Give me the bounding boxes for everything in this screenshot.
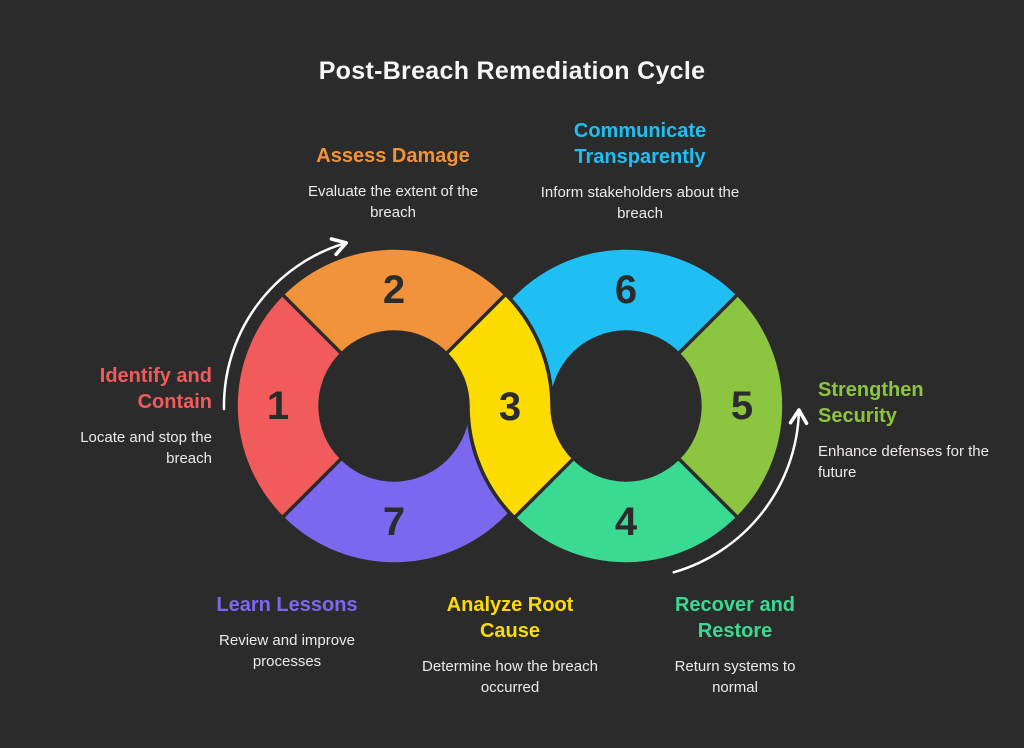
segment-identify (234, 292, 344, 520)
step-description-learn: Review and improve processes (219, 632, 355, 670)
segment-number-1: 1 (267, 384, 289, 428)
step-description-analyze: Determine how the breach occurred (422, 658, 598, 696)
step-title-recover: Recover and Restore (674, 594, 796, 642)
flow-arrow-bottom-right (672, 408, 809, 574)
step-title-identify: Identify and Contain (99, 365, 212, 413)
segment-assess (280, 246, 508, 356)
step-description-communicate: Inform stakeholders about the breach (540, 184, 740, 222)
segment-number-2: 2 (383, 268, 405, 312)
step-title-assess: Assess Damage (316, 145, 470, 167)
step-description-strengthen: Enhance defenses for the future (818, 443, 989, 481)
step-description-identify: Locate and stop the breach (80, 429, 212, 467)
segment-number-6: 6 (615, 268, 637, 312)
segment-number-7: 7 (383, 500, 405, 544)
flow-arrow-top-left (222, 237, 349, 411)
segment-number-3: 3 (499, 385, 521, 429)
diagram-title: Post-Breach Remediation Cycle (318, 57, 706, 85)
segment-number-4: 4 (615, 500, 638, 544)
segment-number-5: 5 (731, 384, 753, 428)
segment-strengthen (676, 292, 786, 520)
step-title-strengthen: Strengthen Security (818, 379, 924, 427)
segment-recover (512, 456, 740, 566)
step-description-assess: Evaluate the extent of the breach (307, 183, 479, 221)
step-title-learn: Learn Lessons (216, 594, 358, 616)
step-title-analyze: Analyze Root Cause (446, 594, 574, 642)
segment-analyze (444, 292, 576, 520)
step-title-communicate: Communicate Transparently (573, 120, 707, 168)
step-description-recover: Return systems to normal (674, 658, 796, 696)
